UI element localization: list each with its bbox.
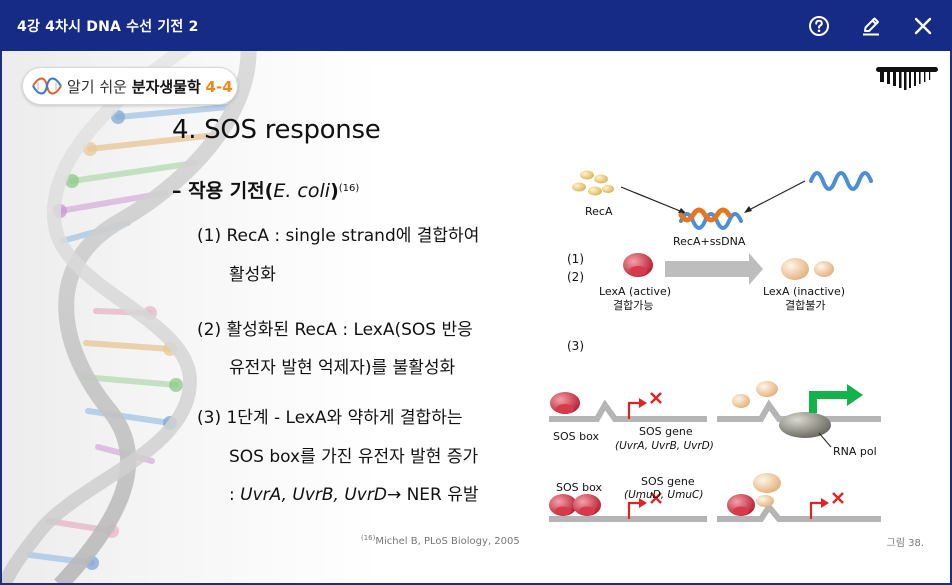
slide-subheading: – 작용 기전(E. coli)(16) [172,176,359,203]
lexa-inactive-protein [781,258,834,280]
sos-box-row-2-right [717,473,881,522]
point-2-line-1: (2) 활성화된 RecA : LexA(SOS 반응 [197,320,473,340]
label-lexa-inactive-sub: 결합불가 [785,299,825,312]
sos-response-diagram: RecA RecA+ssDNA (1) (2) LexA (active) 결합… [549,170,881,522]
label-reca: RecA [585,205,613,218]
pencil-icon [863,17,879,35]
sos-box-row-1-left [549,392,707,422]
point-3-line-2: SOS box를 가진 유전자 발현 증가 [229,447,479,467]
badge-prefix: 알기 쉬운 [67,77,132,96]
reca-ssdna-complex [678,207,743,230]
point-2-line-2: 유전자 발현 억제자)를 불활성화 [229,358,456,378]
dna-logo-icon [32,77,62,95]
label-lexa-active: LexA (active) [599,285,671,298]
label-sos-gene-2: SOS gene [641,475,695,488]
subheading-suffix: ) [330,180,339,202]
sos-box-row-2-left [549,492,707,522]
label-rna-pol: RNA pol [833,445,877,458]
edit-button[interactable] [858,13,884,39]
help-button[interactable] [806,13,832,39]
label-lexa-active-sub: 결합가능 [613,299,653,312]
slide-heading: 4. SOS response [172,115,381,145]
window-title: 4강 4차시 DNA 수선 기전 2 [17,18,199,35]
citation-text: Michel B, PLoS Biology, 2005 [375,536,520,547]
label-lexa-inactive: LexA (inactive) [763,285,845,298]
sos-box-row-1-right [717,381,881,438]
conversion-arrow [665,253,763,285]
label-sos-box-2: SOS box [556,481,603,494]
badge-number: 4-4 [205,77,233,96]
badge-course: 분자생물학 [131,77,201,96]
reca-proteins [572,170,614,196]
toolbar [806,0,952,51]
label-step-2: (2) [567,270,584,284]
point-3-line-1: (3) 1단계 - LexA와 약하게 결합하는 [197,408,463,428]
label-sos-box-1: SOS box [553,430,599,443]
label-sos-gene-1-list: (UvrA, UvrB, UvrD) [615,440,714,452]
point-1-line-1: (1) RecA : single strand에 결합하여 [197,226,480,246]
subheading-italic: E. coli [273,180,331,202]
label-sos-gene-2-list: (UmuD, UmuC) [624,489,704,501]
figure-number: 그림 38. [886,538,924,549]
question-circle-icon [809,15,829,36]
subheading-reference: (16) [338,183,360,194]
close-button[interactable] [910,13,936,39]
brand-logo-icon [876,67,938,90]
lecture-slide: 알기 쉬운 분자생물학 4-4 4. SOS response – 작용 기전(… [0,51,952,585]
window-titlebar: 4강 4차시 DNA 수선 기전 2 [0,0,952,51]
course-badge: 알기 쉬운 분자생물학 4-4 [22,67,238,105]
close-icon [914,17,932,34]
point-3-line-3-suffix: → NER 유발 [386,485,479,505]
point-3-gene-list: UvrA, UvrB, UvrD [240,485,387,505]
lexa-active-protein [623,253,653,277]
ssdna-wave-icon [809,171,873,191]
label-sos-gene-1: SOS gene [639,425,693,438]
point-3-line-3: : UvrA, UvrB, UvrD→ NER 유발 [229,480,479,505]
point-1-line-2: 활성화 [229,265,276,285]
label-step-3: (3) [567,339,584,353]
label-reca-ssdna: RecA+ssDNA [673,235,746,248]
point-3-line-3-prefix: : [229,485,241,505]
label-step-1: (1) [567,252,584,266]
citation: (16)Michel B, PLoS Biology, 2005 [361,534,520,547]
citation-reference: (16) [361,534,376,542]
subheading-prefix: – 작용 기전( [172,180,274,202]
